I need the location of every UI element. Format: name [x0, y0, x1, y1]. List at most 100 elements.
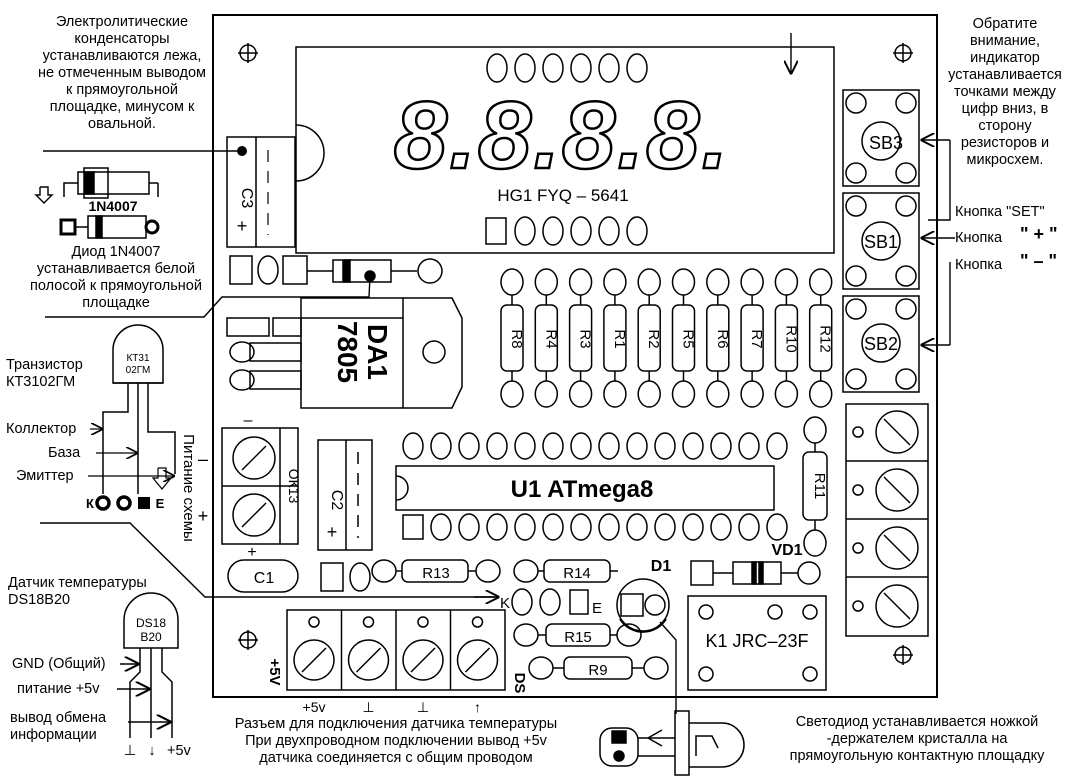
- display-label: HG1 FYQ – 5641: [497, 186, 628, 205]
- button-plus-sign: " + ": [1020, 224, 1058, 244]
- mcu-pin: [682, 432, 704, 460]
- button-set-label: Кнопка "SET": [955, 204, 1045, 220]
- leader-lines: [40, 33, 955, 714]
- mcu-label: U1 ATmega8: [511, 476, 654, 503]
- sensor-body-1: DS18: [136, 616, 166, 630]
- resistor: R3: [568, 268, 594, 408]
- transistor-e-label: Е: [156, 496, 165, 511]
- resistor: R10: [774, 268, 799, 408]
- da1-label: DA1: [362, 324, 393, 380]
- connector-screw: [293, 639, 335, 681]
- resistor-label: R8: [508, 329, 525, 348]
- power-top-minus: –: [244, 412, 253, 429]
- resistor-label: R1: [611, 329, 628, 348]
- mcu-pin: [514, 513, 536, 541]
- power-scheme-label: Питание схемы: [180, 434, 197, 542]
- button-plus-prefix: Кнопка: [955, 230, 1003, 246]
- capacitor-c3: С3 +: [226, 136, 296, 285]
- connector-hole: [362, 616, 375, 628]
- terminal-screw: [875, 584, 919, 628]
- legend-diode-code: 1N4007: [88, 198, 137, 214]
- capacitor-c1: [227, 559, 299, 593]
- plus5v-side-label: +5V: [266, 658, 283, 685]
- mcu-pin: [710, 513, 732, 541]
- connector-pin-label: +5v: [303, 699, 326, 715]
- resistor-label: R7: [748, 329, 765, 348]
- button-minus-prefix: Кнопка: [955, 257, 1003, 273]
- mcu-pin: [598, 513, 620, 541]
- mcu-pin: [570, 513, 592, 541]
- c1-label: С1: [254, 570, 275, 587]
- power-side-plus: +: [198, 506, 209, 526]
- mcu-pin: [654, 432, 676, 460]
- connector-hole: [471, 616, 484, 628]
- terminal-frame: [845, 403, 929, 637]
- resistor-label: R4: [542, 329, 559, 348]
- mcu-pin: [654, 513, 676, 541]
- relay-k1: [687, 595, 827, 691]
- terminal-screw: [875, 410, 919, 454]
- sensor-bottom-data: ↓: [148, 743, 156, 759]
- connector-pin-label: ⊥: [417, 699, 429, 715]
- sb1-label: SB1: [864, 232, 898, 252]
- resistor-label: R5: [680, 329, 697, 348]
- mcu-pin: [626, 432, 648, 460]
- resistor: R7: [740, 268, 765, 408]
- c2-plus: +: [327, 522, 338, 542]
- transistor-pins: [95, 495, 150, 511]
- resistors-r13-r14: [371, 559, 618, 583]
- legend-transistor: [102, 324, 176, 494]
- note-led: Светодиод устанавливается ножкой -держат…: [789, 714, 1045, 764]
- legend-sensor: [117, 592, 179, 738]
- relay-label: K1 JRC–23F: [705, 631, 808, 651]
- legend-led: [599, 710, 745, 776]
- mcu-pin: [766, 513, 788, 541]
- resistor-r11: [802, 416, 828, 557]
- connector-hole: [308, 616, 320, 628]
- connector-pin-label: ↑: [474, 699, 481, 715]
- note-connector: Разъем для подключения датчика температу…: [234, 716, 558, 766]
- mcu-pin: [766, 432, 788, 460]
- terminal-screw: [875, 526, 919, 570]
- resistor: R1: [603, 268, 628, 408]
- led-d1: [616, 578, 670, 633]
- mcu-pin: [458, 513, 480, 541]
- mcu-pin: [738, 432, 760, 460]
- mcu-pin: [458, 432, 480, 460]
- connector-screw: [347, 639, 390, 681]
- mcu-pin: [486, 432, 508, 460]
- pin-collector: Коллектор: [6, 421, 77, 437]
- c3-plus: +: [237, 216, 248, 236]
- button-minus-sign: " – ": [1020, 251, 1058, 271]
- sb2-label: SB2: [864, 334, 898, 354]
- terminal-hole: [852, 426, 864, 438]
- d1-label: D1: [651, 558, 672, 575]
- resistor-label: R12: [817, 325, 834, 353]
- sensor-data: вывод обмена информации: [10, 710, 107, 743]
- xk13-label: ОК13: [286, 469, 302, 504]
- mcu-u1: [395, 432, 788, 541]
- mcu-pin: [570, 432, 592, 460]
- transistor-body-2: 02ГМ: [126, 365, 151, 376]
- sensor-bottom-power: +5v: [167, 743, 191, 759]
- r13-label: R13: [422, 565, 450, 582]
- legend-diode-1n4007: [59, 167, 160, 239]
- note-sensor: Датчик температуры DS18B20: [8, 575, 147, 608]
- transistor-body-1: КТ31: [126, 353, 149, 364]
- transistor-footprint: [511, 588, 589, 616]
- connector-screw: [456, 639, 499, 681]
- mcu-pin: [402, 432, 424, 460]
- r15-label: R15: [564, 629, 592, 646]
- sensor-bottom-gnd: ⊥: [123, 743, 137, 759]
- regulator-da1: DA1 7805: [226, 297, 463, 409]
- mcu-pin: [430, 513, 452, 541]
- pin-emitter: Эмиттер: [16, 468, 74, 484]
- resistor: R4: [534, 268, 559, 408]
- resistors-r15-r9: [513, 623, 669, 680]
- mcu-pin: [542, 432, 564, 460]
- resistor-label: R10: [782, 325, 799, 353]
- board-k-label: K: [500, 595, 510, 612]
- power-terminal: [221, 427, 299, 545]
- mcu-pin: [682, 513, 704, 541]
- pcb-outline: [212, 14, 938, 698]
